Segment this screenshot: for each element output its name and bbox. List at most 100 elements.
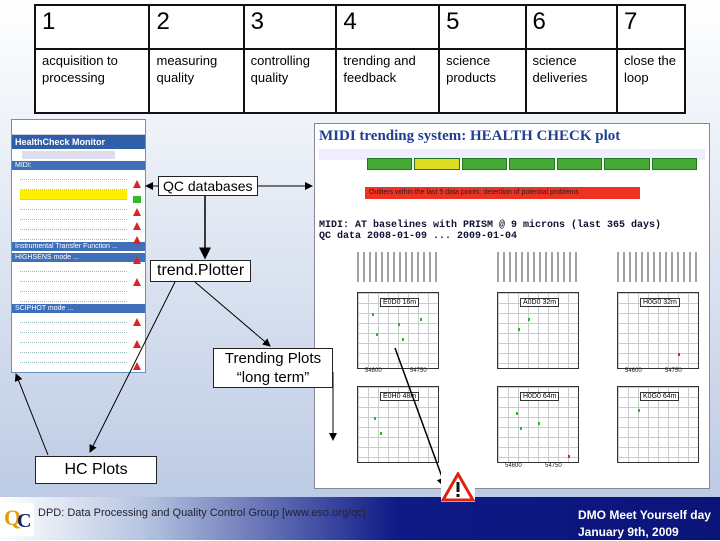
data-point	[380, 432, 382, 435]
data-point	[374, 417, 376, 420]
steps-table: 1 2 3 4 5 6 7 acquisition to processing …	[33, 4, 687, 114]
outlier-point	[678, 353, 680, 356]
qc-databases-box: QC databases	[158, 176, 258, 196]
menu-line	[20, 200, 127, 210]
baseline-plot: K0G0 64m	[617, 386, 699, 463]
menu-line	[20, 292, 127, 302]
trend-plotter-box: trend.Plotter	[150, 260, 252, 282]
red-triangle-icon	[133, 256, 141, 264]
arrow-plotter-to-hc-plots	[89, 281, 176, 453]
x-tick-label: 54600	[365, 368, 382, 374]
menu-line	[20, 313, 127, 323]
plot-label: H0D0 64m	[520, 392, 560, 401]
red-triangle-icon	[133, 362, 141, 370]
trending-plots-line2: “long term”	[236, 369, 310, 386]
plot-label: A0D0 32m	[520, 298, 560, 307]
plot-title-line2: QC data 2008-01-09 ... 2009-01-04	[319, 231, 518, 242]
plot-label: E0D0 16m	[380, 298, 420, 307]
menu-line	[20, 333, 127, 343]
baseline-tab	[367, 158, 413, 170]
tick-strip	[357, 252, 437, 282]
tick-strip	[497, 252, 577, 282]
plot-title: MIDI: AT baselines with PRISM @ 9 micron…	[319, 220, 661, 242]
data-point	[376, 333, 378, 336]
data-point	[398, 323, 400, 326]
menu-line	[20, 323, 127, 333]
footer-event: DMO Meet Yourself day	[578, 508, 711, 522]
footer-bar	[0, 497, 720, 540]
step-1-number: 1	[33, 4, 151, 50]
svg-text:C: C	[17, 510, 31, 532]
baseline-tab	[461, 158, 508, 170]
arrow-hc-to-monitor	[14, 373, 49, 456]
data-point	[402, 338, 404, 341]
baseline-plot: E0H0 48m	[357, 386, 439, 463]
green-status-icon	[133, 196, 141, 203]
highsens-section: HIGHSENS mode ...	[12, 253, 145, 262]
arrow-to-warning	[394, 347, 449, 490]
step-5-number: 5	[438, 4, 527, 50]
red-triangle-icon	[133, 340, 141, 348]
menu-line	[20, 230, 127, 240]
x-tick-label: 54750	[665, 368, 682, 374]
qc-databases-label: QC databases	[163, 178, 253, 194]
menu-line	[20, 343, 127, 353]
hc-plots-label: HC Plots	[64, 461, 128, 478]
step-3-label: controlling quality	[242, 48, 338, 114]
baseline-plot: E0D0 16m	[357, 292, 439, 369]
trending-title: MIDI trending system: HEALTH CHECK plot	[319, 128, 621, 144]
data-point	[538, 422, 540, 425]
step-4-label: trending and feedback	[335, 48, 441, 114]
menu-line	[20, 262, 127, 272]
hc-plots-box: HC Plots	[35, 456, 157, 484]
step-2-label: measuring quality	[148, 48, 245, 114]
red-triangle-icon	[133, 278, 141, 286]
plot-label: H0G0 32m	[640, 298, 680, 307]
menu-line	[20, 180, 127, 190]
baseline-plot: A0D0 32m	[497, 292, 579, 369]
data-point	[638, 409, 640, 412]
trend-plotter-label: trend.Plotter	[157, 262, 245, 279]
step-2-number: 2	[148, 4, 245, 50]
menu-line	[20, 282, 127, 292]
baseline-tab	[604, 158, 650, 170]
step-1-label: acquisition to processing	[33, 48, 151, 114]
info-row	[319, 149, 705, 160]
menu-line	[20, 220, 127, 230]
menu-line-highlighted	[20, 190, 127, 200]
data-point	[372, 313, 374, 316]
baseline-tab	[509, 158, 555, 170]
menu-line	[20, 353, 127, 363]
svg-text:Q: Q	[4, 505, 21, 530]
red-triangle-icon	[133, 318, 141, 326]
step-6-label: science deliveries	[524, 48, 618, 114]
outlier-warning-bar: Outliers within the last 5 data points: …	[365, 187, 640, 199]
red-triangle-icon	[133, 236, 141, 244]
plot-label: K0G0 64m	[640, 392, 680, 401]
qc-logo-icon: Q C	[2, 503, 34, 536]
step-4-number: 4	[335, 4, 441, 50]
red-triangle-icon	[133, 208, 141, 216]
footer-left-text: DPD: Data Processing and Quality Control…	[38, 507, 366, 519]
footer-right: DMO Meet Yourself day January 9th, 2009	[578, 507, 711, 541]
baseline-plot: H0D0 64m	[497, 386, 579, 463]
sciphot-section: SCIPHOT mode ...	[12, 304, 145, 313]
monitor-toolbar	[12, 120, 145, 135]
step-7-label: close the loop	[615, 48, 687, 114]
trending-plots-box: Trending Plots “long term”	[213, 348, 333, 388]
healthcheck-monitor-screenshot: HealthCheck Monitor MIDI: Instrumental T…	[11, 119, 146, 373]
menu-line	[20, 170, 127, 180]
menu-line	[20, 272, 127, 282]
step-7-number: 7	[615, 4, 687, 50]
menu-line	[20, 210, 127, 220]
baseline-plot: H0G0 32m	[617, 292, 699, 369]
plot-title-line1: MIDI: AT baselines with PRISM @ 9 micron…	[319, 220, 662, 231]
data-point	[518, 328, 520, 331]
arrow-plotter-to-trending-plots	[194, 281, 271, 347]
red-triangle-icon	[133, 180, 141, 188]
monitor-title: HealthCheck Monitor	[12, 135, 145, 149]
midi-section: MIDI:	[12, 161, 145, 170]
red-triangle-icon	[133, 222, 141, 230]
step-5-label: science products	[438, 48, 527, 114]
